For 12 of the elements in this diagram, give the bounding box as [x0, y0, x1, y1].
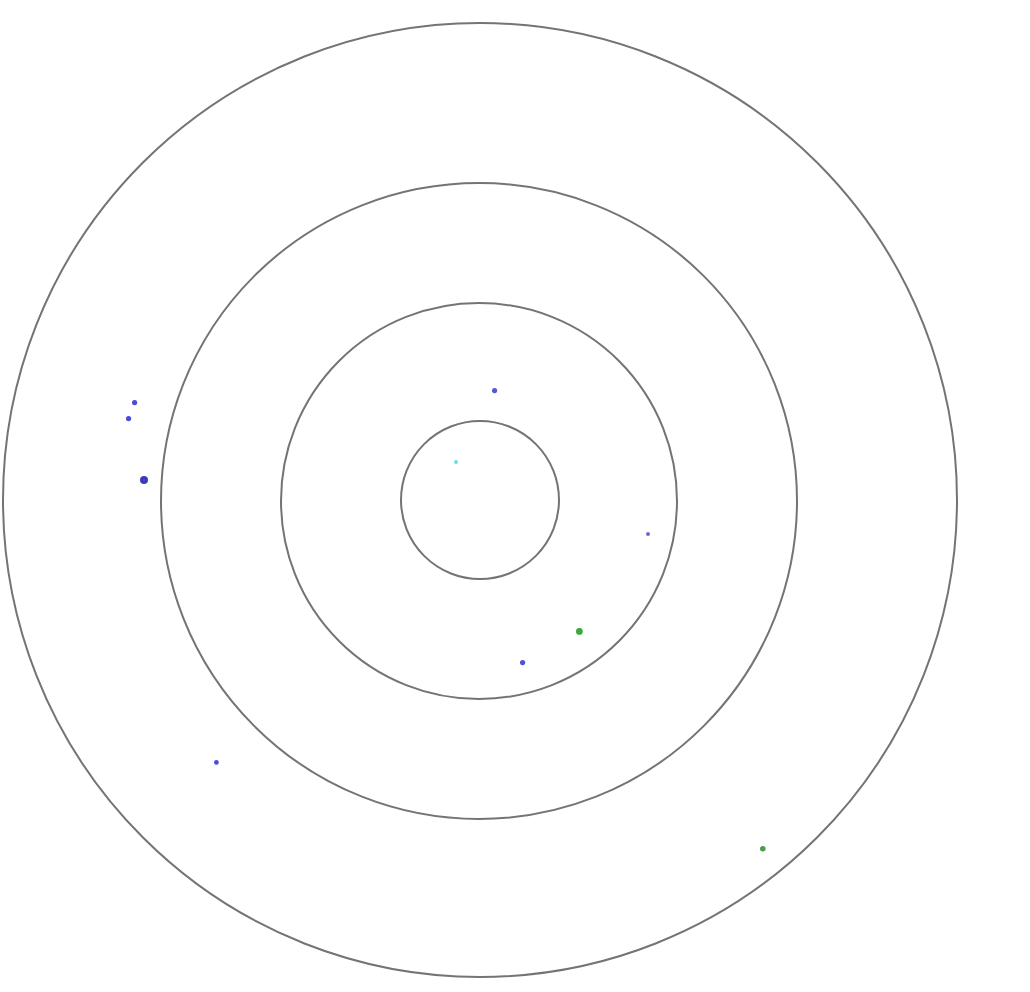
ring: [1, 22, 957, 978]
dot-icon: [519, 659, 525, 665]
ring: [399, 420, 559, 580]
dot-icon: [576, 628, 584, 636]
dot-icon: [139, 476, 147, 484]
ring: [280, 301, 678, 699]
dot-icon: [759, 845, 765, 851]
dot-icon: [491, 387, 497, 393]
ring: [160, 181, 798, 819]
dot-icon: [131, 399, 137, 405]
dot-icon: [125, 415, 131, 421]
dot-icon: [213, 759, 219, 765]
